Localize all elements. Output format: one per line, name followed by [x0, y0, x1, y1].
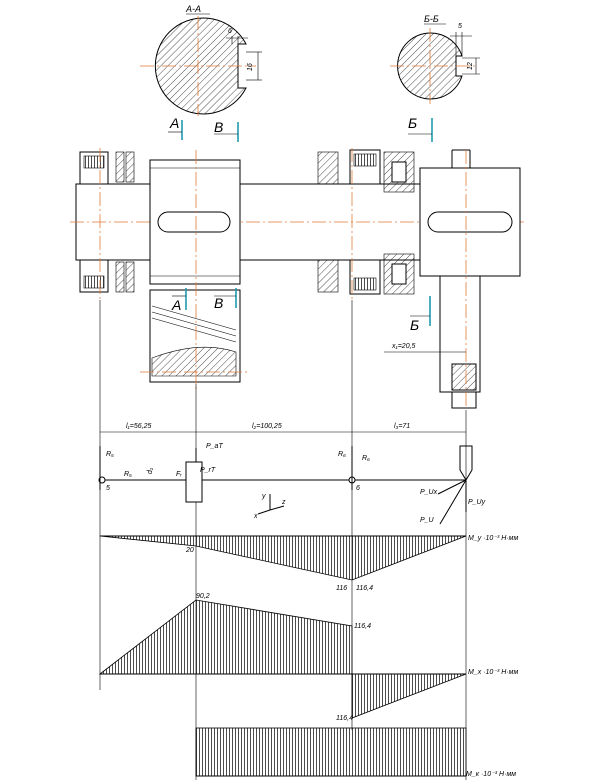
cut-label-b-mid: Б — [410, 317, 419, 333]
moment-diagram-total: 116,4 — [336, 673, 467, 722]
support-6: 6 — [356, 485, 360, 492]
cut-label-b-top: Б — [408, 115, 417, 131]
force-r5b: R₅ — [124, 471, 132, 478]
section-bb-dim-top: 5 — [458, 23, 462, 30]
dim-l2: l₂=100,25 — [252, 423, 282, 430]
section-aa-dim-top: 6 — [228, 28, 232, 35]
axis-x: x — [253, 513, 258, 520]
force-prt: P_rT — [200, 467, 216, 474]
moment-diagram-my: 20 116 116,4 M_y ·10⁻³ Н·мм — [99, 535, 518, 592]
section-aa-dim-side: 16 — [247, 63, 254, 71]
force-pa: P_aT — [206, 443, 223, 450]
force-r6: R₆ — [338, 451, 346, 458]
my-value-1164: 116,4 — [356, 585, 373, 592]
force-r6b: R₆ — [362, 455, 370, 462]
shaft-assembly — [70, 148, 526, 409]
dim-l3: l₃=71 — [394, 423, 410, 430]
cut-label-v-top: В — [214, 119, 223, 135]
dim-x1: x₁=20,5 — [391, 343, 416, 350]
cut-markers-mid: А В Б x₁=20,5 — [171, 288, 466, 356]
force-pu: P_U — [420, 517, 435, 524]
mx-value-902: 90,2 — [196, 593, 210, 600]
mx-value-1164: 116,4 — [354, 623, 371, 630]
force-puy: P_Uy — [468, 499, 486, 506]
my-value-20: 20 — [185, 547, 194, 554]
support-5: 5 — [106, 485, 110, 492]
cut-markers-top: А В Б — [168, 115, 433, 142]
cut-label-a-top: А — [169, 115, 179, 131]
cut-label-a-mid: А — [171, 297, 181, 313]
section-bb: Б-Б 5 12 — [390, 14, 480, 104]
axis-y: y — [261, 493, 266, 500]
total-value: 116,4 — [336, 715, 353, 722]
section-aa: А-А 6 16 — [140, 4, 262, 116]
cut-label-v-mid: В — [214, 295, 223, 311]
force-r5: R₅ — [106, 451, 114, 458]
force-pux: P_Ux — [420, 489, 438, 496]
my-value-116: 116 — [336, 585, 347, 592]
torque-diagram: M_к ·10⁻³ Н·мм — [195, 727, 516, 778]
moment-diagram-mx: 90,2 116,4 M_x ·10⁻³ Н·мм — [98, 593, 518, 676]
dim-l1: l₁=56,25 — [126, 423, 151, 430]
force-fr: Fᵣ — [176, 471, 182, 478]
section-bb-dim-side: 12 — [467, 62, 474, 70]
torque-label: M_к ·10⁻³ Н·мм — [466, 771, 516, 778]
axis-z: z — [281, 499, 286, 506]
mx-label: M_x ·10⁻³ Н·мм — [468, 669, 518, 676]
my-label: M_y ·10⁻³ Н·мм — [468, 535, 518, 542]
force-d: d₁ — [147, 467, 154, 474]
force-scheme: 5 6 R₅ R₅ R₆ R₆ P_aT P_rT Fᵣ d₁ P_Ux P_U… — [98, 443, 486, 525]
dimension-line: l₁=56,25 l₂=100,25 l₃=71 — [99, 300, 467, 780]
section-bb-title: Б-Б — [424, 14, 439, 24]
section-aa-title: А-А — [185, 4, 201, 14]
